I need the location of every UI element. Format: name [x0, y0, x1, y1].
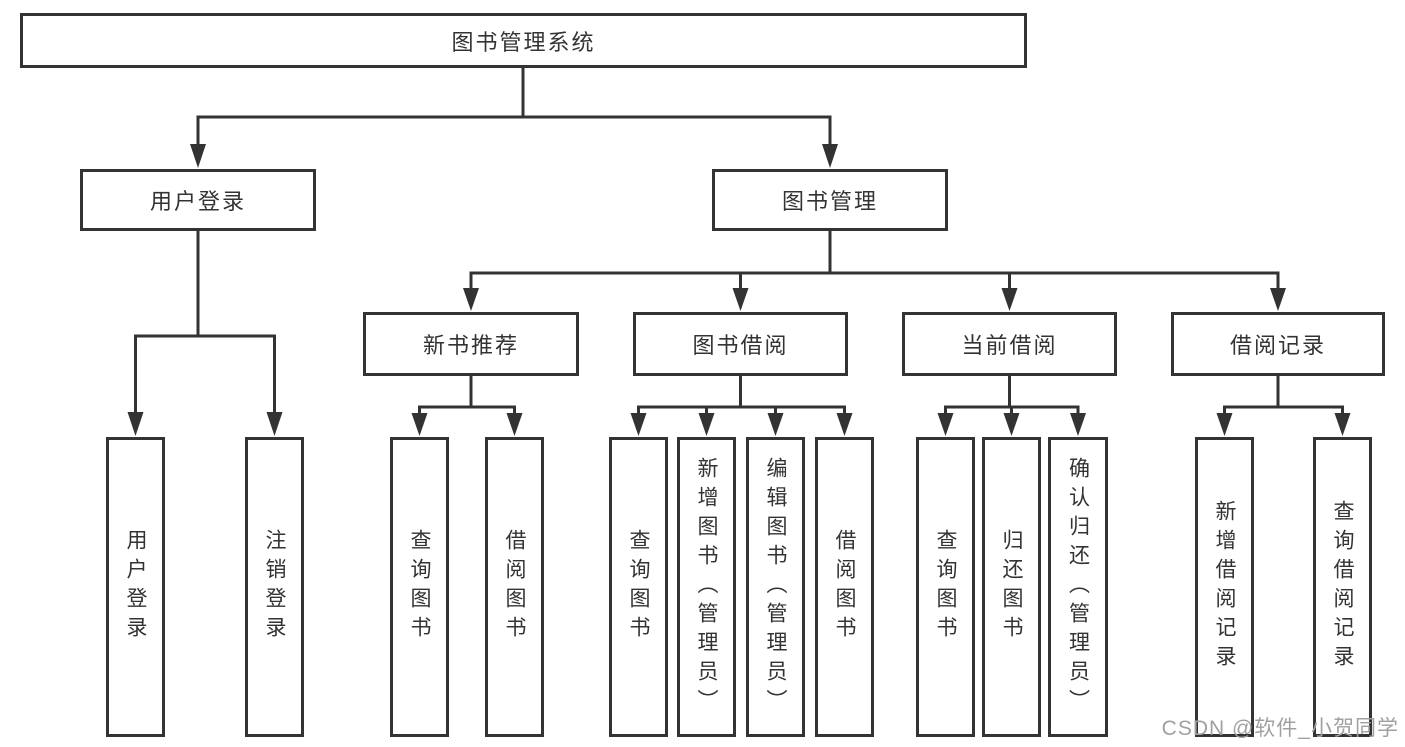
- arrowhead: [732, 288, 749, 311]
- leaf-label: 用户登录: [124, 529, 147, 645]
- arrowhead: [266, 412, 283, 436]
- arrowhead: [1070, 413, 1086, 436]
- arrowhead: [767, 413, 784, 436]
- arrowhead: [698, 413, 715, 436]
- leaf-label: 新增图书（管理员）: [695, 456, 718, 718]
- node-borrow-records: 借阅记录: [1171, 312, 1385, 376]
- leaf-query-borrow-record: 查询借阅记录: [1313, 437, 1372, 737]
- node-label: 图书借阅: [692, 333, 789, 358]
- leaf-label: 查询图书: [408, 529, 431, 645]
- node-label: 借阅记录: [1229, 333, 1326, 358]
- node-label: 图书管理: [781, 189, 878, 214]
- leaf-confirm-return-admin: 确认归还（管理员）: [1048, 437, 1108, 737]
- node-label: 用户登录: [149, 189, 246, 214]
- leaf-label: 查询借阅记录: [1331, 500, 1354, 674]
- arrowhead: [127, 412, 144, 436]
- connector-shafts: [134, 68, 1344, 418]
- node-book-management: 图书管理: [712, 169, 948, 231]
- leaf-query-books: 查询图书: [916, 437, 975, 737]
- arrowhead: [1334, 413, 1351, 436]
- arrowhead: [463, 288, 479, 311]
- node-label: 图书管理系统: [451, 29, 596, 55]
- arrowhead: [822, 144, 838, 168]
- leaf-label: 注销登录: [263, 529, 286, 645]
- leaf-logout: 注销登录: [245, 437, 304, 737]
- leaf-return-books: 归还图书: [982, 437, 1041, 737]
- leaf-add-borrow-record: 新增借阅记录: [1195, 437, 1254, 737]
- csdn-watermark: CSDN @软件_小贺同学: [1161, 717, 1399, 740]
- leaf-label: 借阅图书: [503, 529, 526, 645]
- leaf-borrow-books: 借阅图书: [815, 437, 874, 737]
- node-label: 新书推荐: [422, 333, 519, 358]
- node-current-borrow: 当前借阅: [902, 312, 1117, 376]
- node-book-borrow: 图书借阅: [633, 312, 848, 376]
- arrowhead: [411, 413, 428, 436]
- leaf-label: 编辑图书（管理员）: [764, 456, 787, 718]
- arrowhead: [1270, 288, 1286, 311]
- node-new-book-recommend: 新书推荐: [363, 312, 579, 376]
- leaf-edit-books-admin: 编辑图书（管理员）: [746, 437, 805, 737]
- arrowhead: [190, 144, 206, 168]
- leaf-label: 查询图书: [934, 529, 957, 645]
- arrowhead: [630, 413, 647, 436]
- leaf-label: 借阅图书: [833, 529, 856, 645]
- leaf-add-books-admin: 新增图书（管理员）: [677, 437, 736, 737]
- leaf-label: 查询图书: [627, 529, 650, 645]
- leaf-query-books: 查询图书: [390, 437, 449, 737]
- node-label: 当前借阅: [961, 333, 1058, 358]
- node-user-login: 用户登录: [80, 169, 316, 231]
- arrowhead: [506, 413, 523, 436]
- leaf-label: 确认归还（管理员）: [1066, 456, 1090, 718]
- arrowhead: [937, 413, 954, 436]
- arrowhead: [1216, 413, 1233, 436]
- arrowhead: [1003, 413, 1020, 436]
- arrowhead: [1001, 288, 1018, 311]
- arrowhead: [836, 413, 853, 436]
- node-root-system: 图书管理系统: [20, 13, 1027, 68]
- leaf-label: 新增借阅记录: [1213, 500, 1236, 674]
- leaf-borrow-books: 借阅图书: [485, 437, 544, 737]
- leaf-user-login: 用户登录: [106, 437, 165, 737]
- leaf-query-books: 查询图书: [609, 437, 668, 737]
- leaf-label: 归还图书: [1000, 529, 1023, 645]
